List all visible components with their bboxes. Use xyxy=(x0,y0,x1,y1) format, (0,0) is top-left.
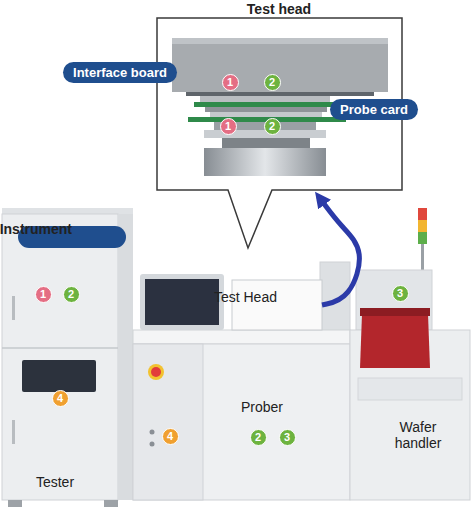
part-name: Probe card xyxy=(340,102,408,117)
callout-number: 4 xyxy=(162,428,179,445)
connectors xyxy=(322,202,359,305)
tester-unit: InstrumentTester xyxy=(2,214,133,500)
part-name: Tester xyxy=(36,474,74,490)
callout-number: 3 xyxy=(279,429,296,446)
part-name: Interface board xyxy=(73,65,167,80)
callout-number: 2 xyxy=(264,118,281,135)
part-tag: Instrument xyxy=(18,226,126,248)
prober-body xyxy=(133,344,350,500)
tester-side xyxy=(118,214,133,500)
ring xyxy=(222,138,310,148)
test-head-housing xyxy=(232,280,322,330)
part-tag: Probe card xyxy=(330,99,418,120)
door-handle xyxy=(12,296,15,320)
callout-number: 1 xyxy=(35,286,52,303)
ring xyxy=(210,112,322,117)
part-tag: Interface board xyxy=(63,62,177,83)
prober-front-panel xyxy=(133,344,203,500)
prober-unit: Test HeadProber xyxy=(133,265,350,500)
emergency-button-ring xyxy=(148,364,164,380)
monitor-screen xyxy=(145,279,219,325)
tester-cabinet xyxy=(2,214,118,500)
interface-board-edge xyxy=(186,92,374,96)
foot xyxy=(8,500,22,507)
callout-number: 2 xyxy=(63,286,80,303)
tower-light xyxy=(418,220,427,232)
chuck-cylinder xyxy=(204,148,326,176)
tower-pole xyxy=(421,244,424,272)
part-name: Prober xyxy=(241,399,283,415)
callout-number: 2 xyxy=(250,429,267,446)
indicator-dot xyxy=(150,442,155,447)
part-name: Wafer handler xyxy=(383,419,453,451)
handler-panel xyxy=(358,378,462,400)
flow-arrow xyxy=(322,202,359,305)
test-head-top xyxy=(172,38,388,44)
foot xyxy=(104,500,118,507)
wafer-cassette xyxy=(360,314,430,368)
callout-number: 4 xyxy=(52,390,69,407)
door-handle xyxy=(12,420,15,444)
monitor-bezel xyxy=(140,274,224,330)
test-head-block xyxy=(172,38,388,92)
tower-light xyxy=(418,232,427,244)
wafer-handler-unit: Wafer handler xyxy=(350,265,472,500)
plate xyxy=(200,96,330,102)
emergency-button xyxy=(151,367,161,377)
callout-title: Test head xyxy=(247,1,311,17)
callout-number: 2 xyxy=(264,74,281,91)
callout-frame xyxy=(157,18,402,248)
cassette-rim xyxy=(360,308,430,316)
indicator-dot xyxy=(150,430,155,435)
test-head-box: Test Head xyxy=(232,280,322,330)
door-seam xyxy=(2,347,118,349)
part-name: Test Head xyxy=(214,289,277,305)
callout-number: 1 xyxy=(222,74,239,91)
ring xyxy=(205,107,327,112)
tester-screen xyxy=(22,360,96,392)
interface-board xyxy=(194,102,338,107)
prober-top xyxy=(133,330,350,344)
callout-number: 1 xyxy=(220,118,237,135)
callout-number: 3 xyxy=(392,285,409,302)
tower-light xyxy=(418,208,427,220)
part-name: Instrument xyxy=(0,221,72,237)
